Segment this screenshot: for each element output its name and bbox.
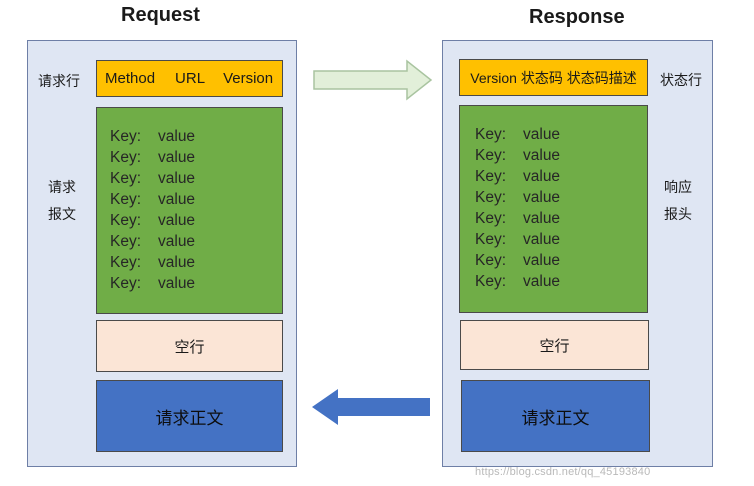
request-blank-line-box: 空行	[96, 320, 283, 372]
request-title: Request	[121, 4, 200, 26]
response-arrow-icon	[312, 389, 430, 425]
request-header-value: value	[158, 233, 196, 250]
request-header-key: Key:	[110, 128, 142, 145]
request-body-box: 请求正文	[96, 380, 283, 452]
request-header-row: Key: value	[110, 252, 195, 273]
response-blank-line-box: 空行	[460, 320, 649, 370]
request-header-value: value	[158, 254, 196, 271]
response-header-key: Key:	[475, 252, 507, 269]
request-header-row: Key: value	[110, 273, 195, 294]
request-header-value: value	[158, 149, 196, 166]
response-header-value: value	[523, 273, 561, 290]
request-header-row: Key: value	[110, 210, 195, 231]
request-header-key: Key:	[110, 254, 142, 271]
request-header-value: value	[158, 275, 196, 292]
version-label: Version	[223, 70, 274, 87]
request-header-value: value	[158, 128, 196, 145]
response-header-key: Key:	[475, 147, 507, 164]
url-label: URL	[175, 70, 206, 87]
request-header-row: Key: value	[110, 189, 195, 210]
response-header-value: value	[523, 168, 561, 185]
status-line-text: Version 状态码 状态码描述	[470, 69, 637, 86]
request-header-label-2: 报文	[48, 206, 76, 222]
response-header-value: value	[523, 126, 561, 143]
status-line-box: Version 状态码 状态码描述	[459, 59, 648, 96]
request-header-value: value	[158, 170, 196, 187]
request-header-row: Key: value	[110, 168, 195, 189]
response-header-row: Key: value	[475, 187, 560, 208]
request-header-key: Key:	[110, 149, 142, 166]
response-header-value: value	[523, 231, 561, 248]
response-body-box: 请求正文	[461, 380, 650, 452]
response-header-key: Key:	[475, 168, 507, 185]
request-header-value: value	[158, 212, 196, 229]
request-headers-box	[96, 107, 283, 314]
response-header-row: Key: value	[475, 250, 560, 271]
request-body-label: 请求正文	[155, 408, 224, 428]
response-header-key: Key:	[475, 210, 507, 227]
response-header-row: Key: value	[475, 145, 560, 166]
response-header-row: Key: value	[475, 271, 560, 292]
response-header-key: Key:	[475, 231, 507, 248]
response-header-row: Key: value	[475, 166, 560, 187]
request-arrow-icon	[313, 59, 433, 101]
request-header-row: Key: value	[110, 147, 195, 168]
response-title: Response	[529, 6, 625, 28]
response-header-key: Key:	[475, 126, 507, 143]
request-header-key: Key:	[110, 233, 142, 250]
response-header-key: Key:	[475, 189, 507, 206]
response-header-value: value	[523, 189, 561, 206]
response-header-label-1: 响应	[664, 179, 692, 195]
response-header-value: value	[523, 147, 561, 164]
request-header-key: Key:	[110, 275, 142, 292]
request-line-box: Method URL Version	[96, 60, 283, 97]
request-header-row: Key: value	[110, 126, 195, 147]
response-header-value: value	[523, 252, 561, 269]
request-header-key: Key:	[110, 191, 142, 208]
request-blank-line-label: 空行	[174, 338, 205, 356]
response-header-row: Key: value	[475, 124, 560, 145]
request-line-label: 请求行	[38, 73, 80, 89]
response-headers-box	[459, 105, 648, 313]
request-header-value: value	[158, 191, 196, 208]
request-header-key: Key:	[110, 170, 142, 187]
response-header-row: Key: value	[475, 229, 560, 250]
response-header-value: value	[523, 210, 561, 227]
request-header-label-1: 请求	[48, 179, 76, 195]
response-header-label-2: 报头	[664, 206, 692, 222]
request-header-row: Key: value	[110, 231, 195, 252]
response-header-key: Key:	[475, 273, 507, 290]
response-header-row: Key: value	[475, 208, 560, 229]
method-label: Method	[105, 70, 156, 87]
request-header-key: Key:	[110, 212, 142, 229]
status-line-label: 状态行	[660, 72, 702, 88]
response-body-label: 请求正文	[521, 408, 590, 428]
response-blank-line-label: 空行	[539, 337, 570, 355]
watermark-text: https://blog.csdn.net/qq_45193840	[475, 466, 651, 478]
